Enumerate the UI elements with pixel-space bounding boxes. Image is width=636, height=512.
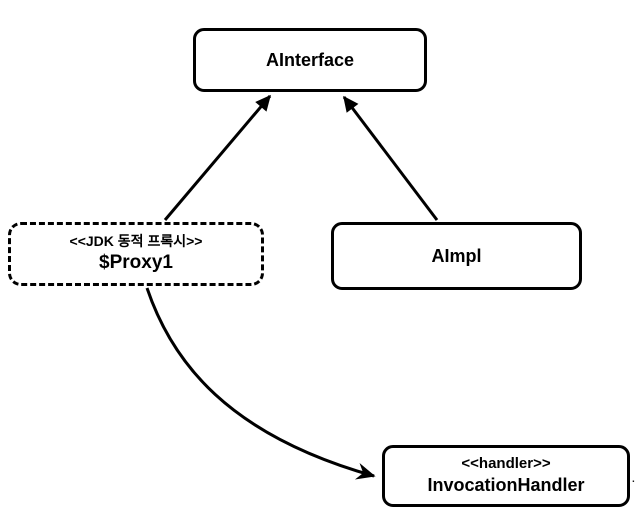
stray-mark: . bbox=[632, 474, 635, 485]
edge-aimpl-to-ainterface bbox=[342, 95, 439, 221]
node-proxy-label: $Proxy1 bbox=[99, 251, 173, 273]
node-handler: <<handler>> InvocationHandler bbox=[382, 445, 630, 507]
node-aimpl-label: AImpl bbox=[431, 245, 482, 266]
node-handler-stereotype: <<handler>> bbox=[461, 455, 551, 473]
node-aimpl: AImpl bbox=[331, 222, 582, 290]
node-proxy: <<JDK 동적 프록시>> $Proxy1 bbox=[8, 222, 264, 286]
edge-proxy-to-handler bbox=[145, 287, 376, 480]
node-handler-label: InvocationHandler bbox=[427, 475, 585, 496]
node-ainterface-label: AInterface bbox=[265, 49, 355, 70]
node-proxy-stereotype: <<JDK 동적 프록시>> bbox=[69, 233, 203, 250]
node-ainterface: AInterface bbox=[193, 28, 427, 92]
edge-proxy-to-ainterface bbox=[163, 94, 272, 221]
